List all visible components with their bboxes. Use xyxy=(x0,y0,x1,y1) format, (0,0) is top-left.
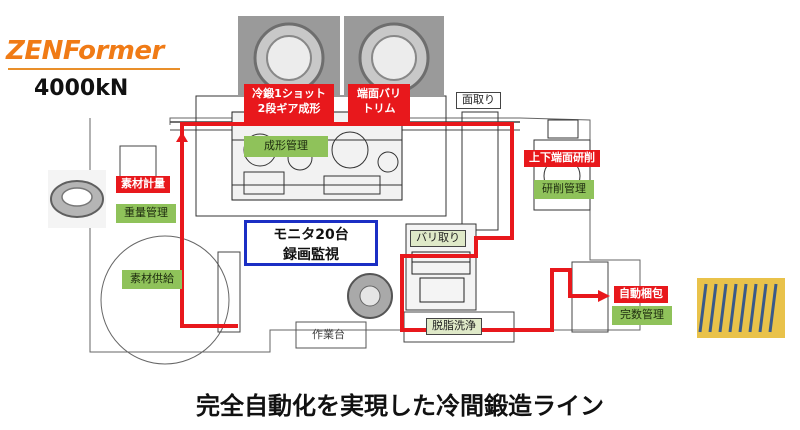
flow-arrow-up xyxy=(176,132,188,142)
press-mechanism xyxy=(232,131,402,195)
monitor-line2: 録画監視 xyxy=(283,247,339,263)
small-gear-photo xyxy=(347,273,393,319)
label-auto-packing: 自動梱包 xyxy=(614,286,668,303)
label-degrease-wash: 脱脂洗浄 xyxy=(426,318,482,335)
label-workbench: 作業台 xyxy=(312,328,345,341)
label-grinding-mgmt: 研削管理 xyxy=(534,180,594,199)
label-material-supply: 素材供給 xyxy=(122,270,182,289)
chamfer-unit xyxy=(461,111,499,231)
label-material-weighing: 素材計量 xyxy=(116,176,170,193)
label-end-burr-trim: 端面バリ トリム xyxy=(348,84,410,122)
ring-photo xyxy=(48,170,106,228)
label-deburr: バリ取り xyxy=(410,230,466,247)
supply-area-circle xyxy=(100,235,230,365)
diagram-caption: 完全自動化を実現した冷間鍛造ライン xyxy=(196,392,604,420)
deburr-mechanism xyxy=(411,251,471,303)
packed-parts-photo xyxy=(697,278,785,338)
label-cold-forging: 冷鍛1ショット 2段ギア成形 xyxy=(244,84,334,122)
flow-arrow-end xyxy=(598,290,610,302)
workbench-rect xyxy=(295,321,367,349)
supply-cabinet xyxy=(217,251,241,333)
monitor-callout: モニタ20台 録画監視 xyxy=(244,220,378,266)
label-chamfer: 面取り xyxy=(456,92,501,109)
label-count-mgmt: 完数管理 xyxy=(612,306,672,325)
label-end-face-grinding: 上下端面研削 xyxy=(524,150,600,167)
brand-name: ZENFormer xyxy=(6,36,164,66)
label-forming-mgmt: 成形管理 xyxy=(244,136,328,157)
brand-underline xyxy=(8,68,180,70)
press-capacity: 4000kN xyxy=(34,76,129,101)
label-weight-mgmt: 重量管理 xyxy=(116,204,176,223)
monitor-line1: モニタ20台 xyxy=(273,227,349,243)
gear-photo-right xyxy=(344,16,444,96)
